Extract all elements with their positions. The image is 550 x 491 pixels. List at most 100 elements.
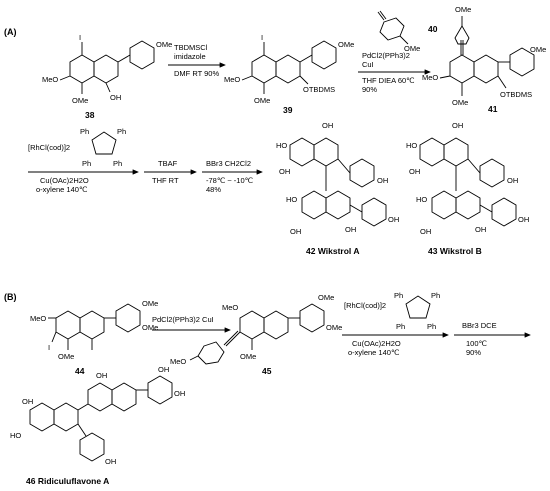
- step-b1-reagents: PdCl2(PPh3)2 CuI: [152, 315, 214, 324]
- cmp43-oh-top: OH: [452, 121, 463, 130]
- compound-40-structure: OMe: [377, 10, 420, 53]
- cmp38-iodo: I: [79, 33, 81, 42]
- cmp41-ome-aryl: OMe: [530, 45, 546, 54]
- cmp45-ome-2: OMe: [326, 323, 342, 332]
- step-a4-reagent: TBAF: [158, 159, 178, 168]
- cmp39-iodo: I: [261, 33, 263, 42]
- compound-44-label: 44: [75, 366, 85, 376]
- cmp43-ho-left: HO: [406, 141, 417, 150]
- compound-44-structure: MeO OMe OMe OMe I: [30, 299, 158, 361]
- cmp39-ome-bottom: OMe: [254, 96, 270, 105]
- cmp38-oh: OH: [110, 93, 121, 102]
- section-label-b: (B): [4, 292, 17, 302]
- step-a5-conditions: -78℃ ~ -10℃: [206, 176, 254, 185]
- step-a2-cocat: CuI: [362, 60, 374, 69]
- cmp43-oh-aryl: OH: [507, 176, 518, 185]
- cp-ph-1: Ph: [80, 127, 89, 136]
- cmp44-ome-bottom: OMe: [58, 352, 74, 361]
- cmp41-otbdms: OTBDMS: [500, 90, 532, 99]
- cmp42-oh-top: OH: [322, 121, 333, 130]
- cpb-ph-1: Ph: [394, 291, 403, 300]
- compound-43-structure: OH HO OH OH HO OH OH OH: [406, 121, 529, 236]
- step-a3-conditions: o-xylene 140℃: [36, 185, 88, 194]
- compound-41-structure: OMe MeO OMe OMe OTBDMS: [422, 5, 546, 107]
- cmp44-iodo: I: [48, 343, 50, 352]
- cpb-ph-3: Ph: [396, 322, 405, 331]
- cp-ph-3: Ph: [82, 159, 91, 168]
- cp-ph-4: Ph: [113, 159, 122, 168]
- cmp44-ome-1: OMe: [142, 299, 158, 308]
- compound-45-label: 45: [262, 366, 272, 376]
- compound-46-label: 46 Ridiculuflavone A: [26, 476, 109, 486]
- compound-38-structure: I MeO OMe OMe OH: [42, 33, 172, 105]
- step-a3-catalyst: [RhCl(cod)]2: [28, 143, 70, 152]
- compound-39-structure: I MeO OMe OMe OTBDMS: [224, 33, 354, 105]
- cmp42-oh-mid: OH: [279, 167, 290, 176]
- cmp43-oh-aryl2: OH: [518, 215, 529, 224]
- cmp41-meo: MeO: [422, 73, 438, 82]
- cmp45-ome-1: OMe: [318, 293, 334, 302]
- compound-39-label: 39: [283, 105, 293, 115]
- compound-46-structure: OH OH OH OH HO OH: [10, 365, 185, 466]
- cmp45-meo: MeO: [222, 303, 238, 312]
- cmp39-meo: MeO: [224, 75, 240, 84]
- step-a1-conditions: DMF RT 90%: [174, 69, 219, 78]
- cmp43-oh-c3: OH: [475, 225, 486, 234]
- cmp46-oh-top: OH: [96, 371, 107, 380]
- step-b2-oxidant: Cu(OAc)2H2O: [352, 339, 401, 348]
- step-a5-yield: 48%: [206, 185, 221, 194]
- step-a1-reagent: TBDMSCl: [174, 43, 208, 52]
- compound-45-structure: MeO OMe OMe OMe MeO: [170, 293, 342, 366]
- step-a5-reagent: BBr3 CH2Cl2: [206, 159, 251, 168]
- cmp45-ome-bottom: OMe: [240, 352, 256, 361]
- cmp42-ho-left: HO: [276, 141, 287, 150]
- cmp38-ome-aryl: OMe: [156, 40, 172, 49]
- tetraphenylcyclopentadiene-structure: Ph Ph Ph Ph: [80, 127, 126, 168]
- cmp41-ome-top: OMe: [455, 5, 471, 14]
- cmp42-oh-bottom: OH: [290, 227, 301, 236]
- cp-ph-2: Ph: [117, 127, 126, 136]
- cmp42-oh-c3: OH: [345, 225, 356, 234]
- cmp46-oh-aryl2: OH: [174, 389, 185, 398]
- cmp38-meo: MeO: [42, 75, 58, 84]
- step-a4-conditions: THF RT: [152, 176, 179, 185]
- step-b2-conditions: o-xylene 140℃: [348, 348, 400, 357]
- cpb-ph-2: Ph: [431, 291, 440, 300]
- cmp45-meo-aryl: MeO: [170, 357, 186, 366]
- step-a3-oxidant: Cu(OAc)2H2O: [40, 176, 89, 185]
- cmp39-ome-aryl: OMe: [338, 40, 354, 49]
- step-b3-reagent: BBr3 DCE: [462, 321, 497, 330]
- compound-38-label: 38: [85, 110, 95, 120]
- cmp46-ho-lower: HO: [10, 431, 21, 440]
- step-a1-base: imidazole: [174, 52, 206, 61]
- cmp41-ome-bottom: OMe: [452, 98, 468, 107]
- cmp43-oh-bottom: OH: [420, 227, 431, 236]
- cmp42-oh-aryl2: OH: [388, 215, 399, 224]
- cmp39-otbdms: OTBDMS: [303, 85, 335, 94]
- compound-40-label: 40: [428, 24, 438, 34]
- step-b3-yield: 90%: [466, 348, 481, 357]
- cmp43-oh-mid: OH: [409, 167, 420, 176]
- cmp43-ho-lower: HO: [416, 195, 427, 204]
- cmp42-oh-aryl: OH: [377, 176, 388, 185]
- cmp42-ho-lower: HO: [286, 195, 297, 204]
- cmp44-ome-2: OMe: [142, 323, 158, 332]
- step-b2-catalyst: [RhCl(cod)]2: [344, 301, 386, 310]
- step-a2-conditions: THF DIEA 60℃: [362, 76, 415, 85]
- step-a2-yield: 90%: [362, 85, 377, 94]
- compound-43-label: 43 Wikstrol B: [428, 246, 482, 256]
- tetraphenylcyclopentadiene-b-structure: Ph Ph Ph Ph: [394, 291, 440, 331]
- step-a2-catalyst: PdCl2(PPh3)2: [362, 51, 410, 60]
- step-b3-conditions: 100℃: [466, 339, 488, 348]
- compound-42-structure: OH HO OH OH HO OH OH OH: [276, 121, 399, 236]
- section-label-a: (A): [4, 27, 17, 37]
- cmp46-oh-left: OH: [22, 397, 33, 406]
- compound-42-label: 42 Wikstrol A: [306, 246, 359, 256]
- cmp44-meo: MeO: [30, 314, 46, 323]
- cpb-ph-4: Ph: [427, 322, 436, 331]
- compound-41-label: 41: [488, 104, 498, 114]
- cmp46-oh-aryl1: OH: [158, 365, 169, 374]
- cmp46-oh-bottom: OH: [105, 457, 116, 466]
